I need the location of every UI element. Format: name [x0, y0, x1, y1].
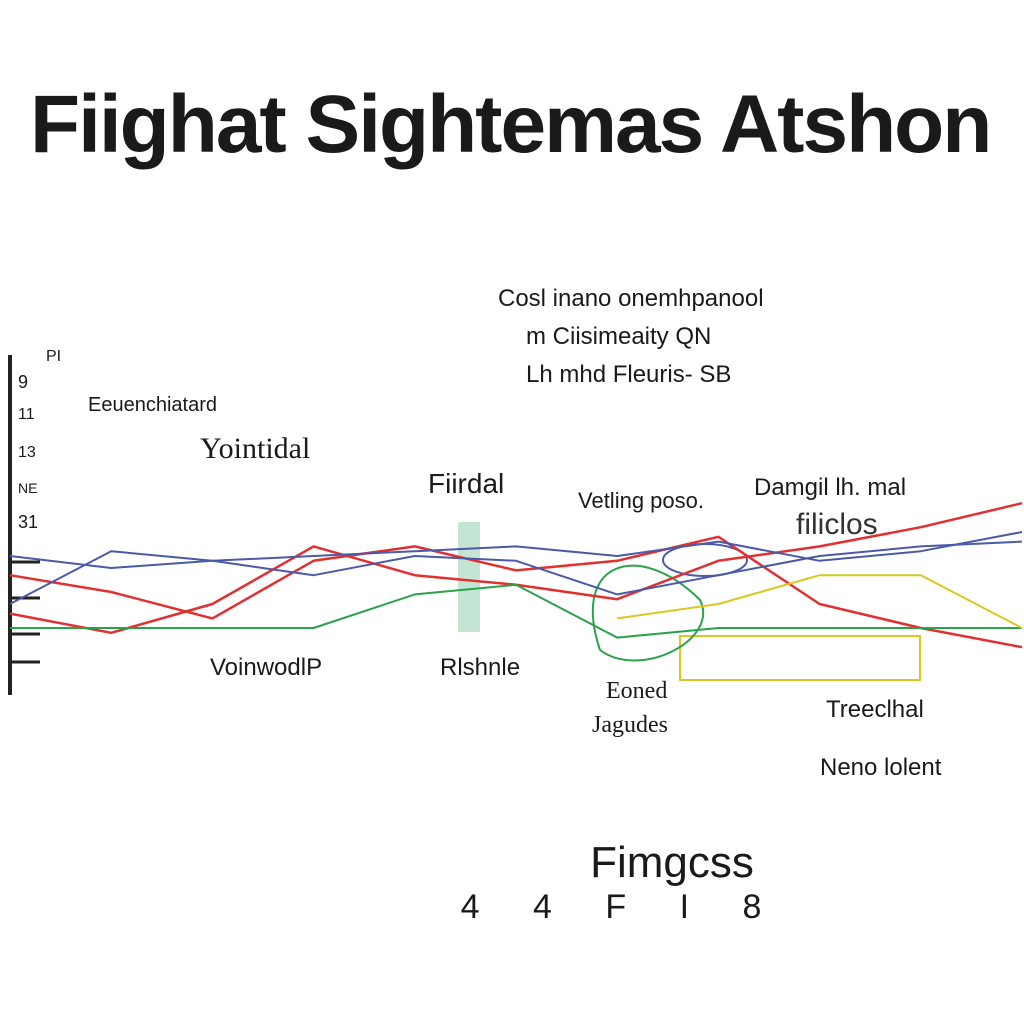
- annotation-rlshnle: Rlshnle: [440, 654, 521, 681]
- footer-tick: I: [679, 888, 712, 926]
- annotation-neno: Neno lolent: [820, 754, 942, 781]
- footer-tick: 4: [532, 888, 574, 926]
- y-axis-top-label: PI: [46, 348, 62, 365]
- series-layer: [9, 501, 1023, 649]
- annotation-eeuenchiatard: Eeuenchiatard: [88, 394, 217, 416]
- legend: Cosl inano onemhpanool m Ciisimeaity QN …: [498, 280, 798, 394]
- series-line-2: [9, 501, 1023, 635]
- y-tick-label: 11: [18, 406, 35, 423]
- series-line-5: [10, 583, 1022, 639]
- legend-line-2: m Ciisimeaity QN: [526, 323, 712, 350]
- footer-tick: F: [605, 888, 649, 926]
- annotation-fiirdal: Fiirdal: [428, 468, 505, 499]
- footer-tick: 8: [742, 888, 784, 926]
- yellow-box: [679, 635, 921, 681]
- y-tick-label: 13: [18, 444, 36, 461]
- annotation-treeclhal: Treeclhal: [826, 696, 924, 723]
- annotation-filiclos: filiclos: [796, 508, 878, 541]
- y-axis: [8, 355, 40, 695]
- bar-marker: [458, 522, 480, 632]
- footer-title: Fimgcss: [590, 838, 754, 887]
- series-line-1: [9, 535, 1023, 649]
- series-line-4: [9, 540, 1023, 605]
- annotation-eoned: Eoned: [606, 678, 668, 704]
- footer-ticks: 4 4 F I 8: [110, 888, 1024, 927]
- y-tick-label: 9: [18, 372, 29, 392]
- green-loop: [591, 564, 704, 662]
- footer-tick: 4: [460, 888, 502, 926]
- annotation-jagudes: Jagudes: [592, 712, 668, 738]
- annotation-damgil: Damgil lh. mal: [754, 474, 907, 501]
- annotation-yoint: Yointidal: [200, 432, 311, 465]
- annotation-voinwodlp: VoinwodlP: [210, 654, 323, 681]
- series-line-6: [617, 574, 1023, 629]
- chart-title: Fiighat Sightemas Atshon: [30, 79, 992, 170]
- y-tick-label: 31: [18, 512, 39, 532]
- y-tick-label: NE: [18, 480, 38, 496]
- series-line-3: [9, 531, 1023, 569]
- annotation-vetling: Vetling poso.: [578, 488, 704, 513]
- legend-line-1: Cosl inano onemhpanool: [498, 285, 764, 312]
- legend-line-3: Lh mhd Fleuris- SB: [526, 361, 732, 388]
